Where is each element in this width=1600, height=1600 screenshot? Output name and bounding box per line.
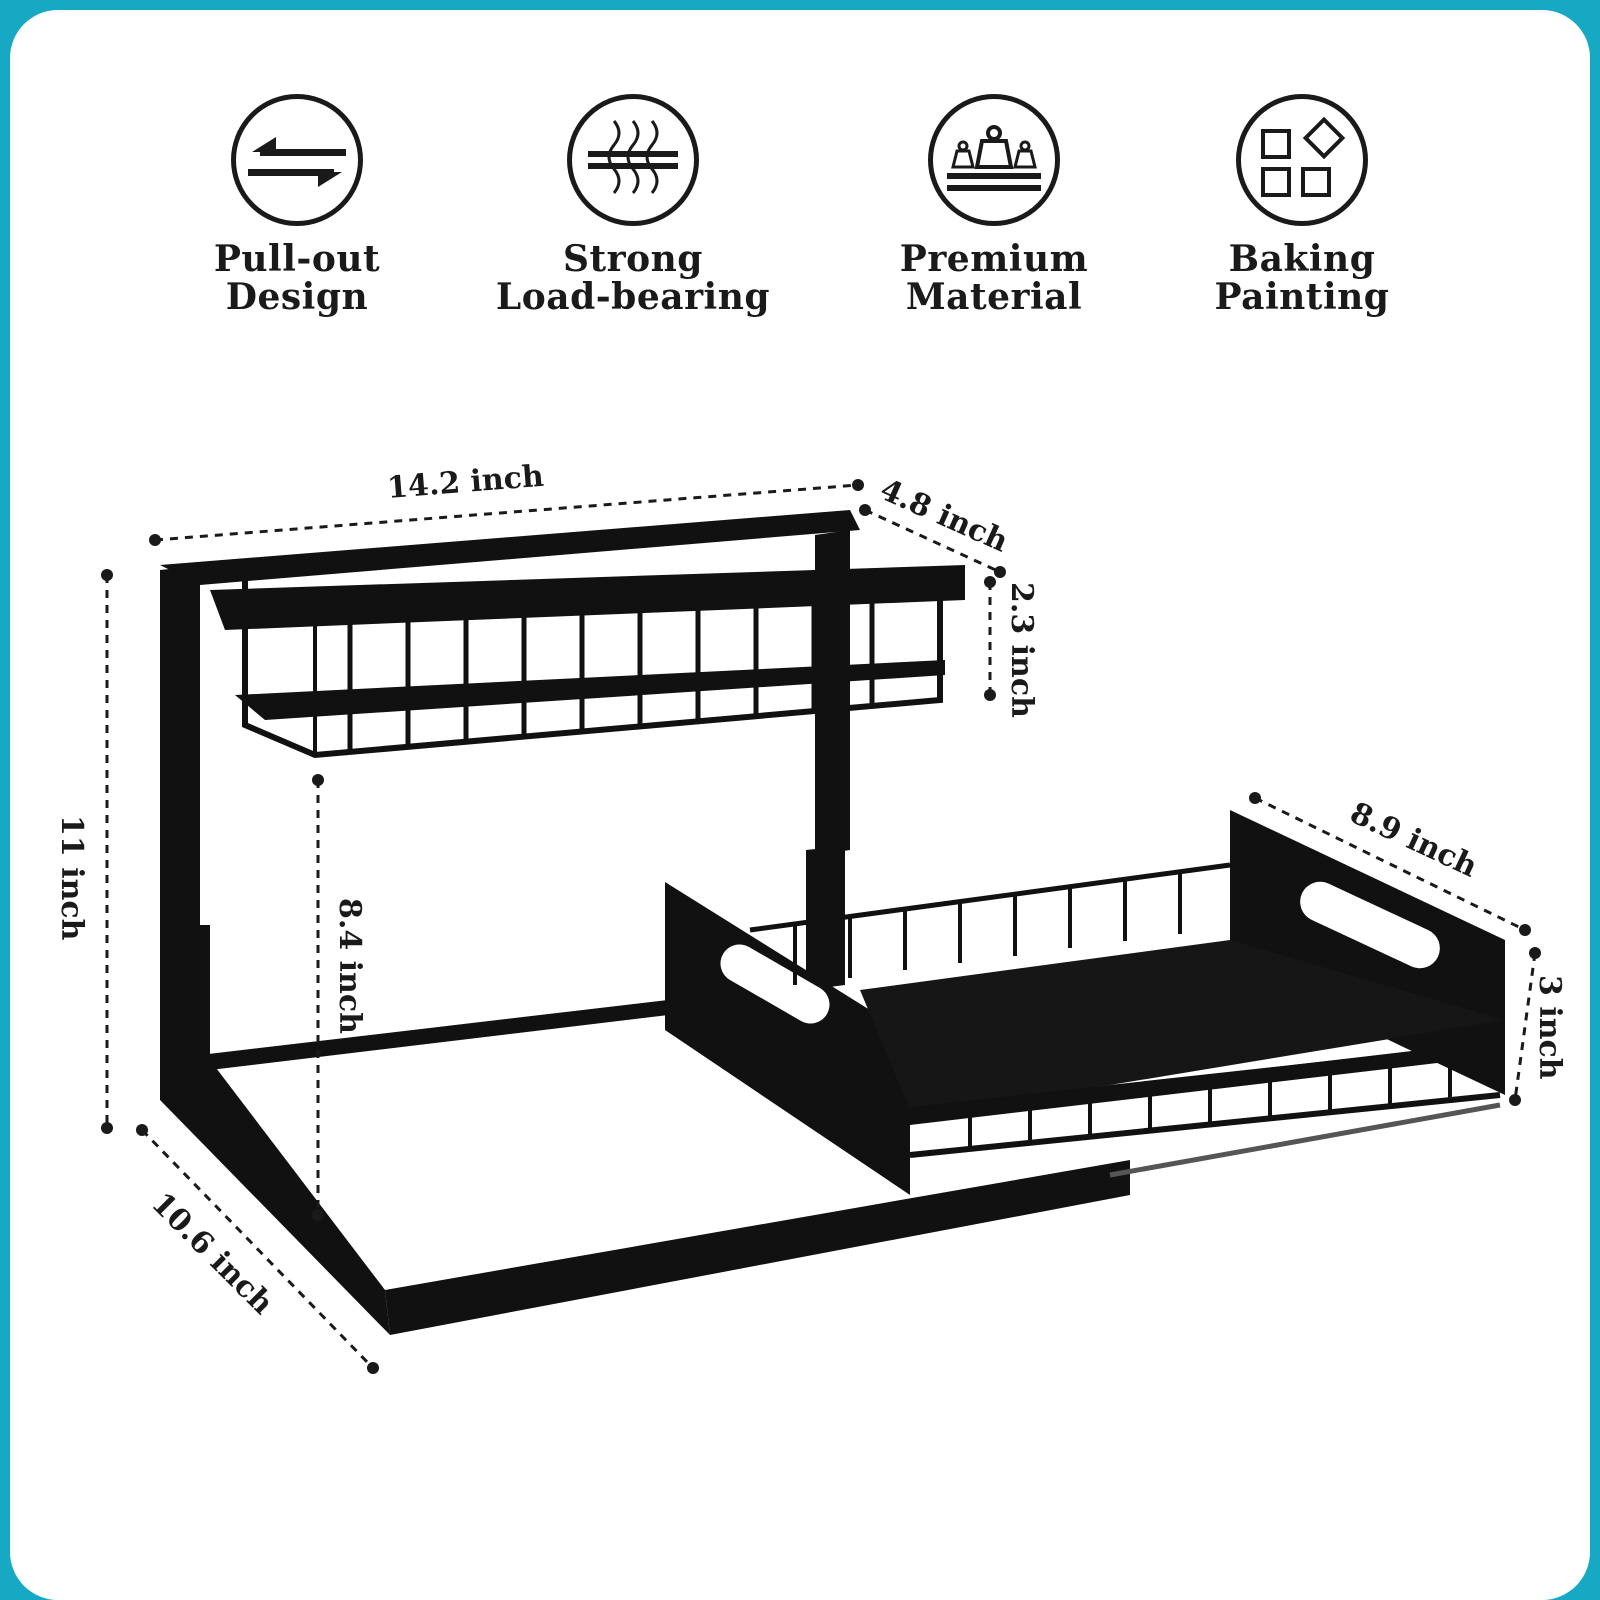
dim-drawer-height-label: 3 inch <box>1532 975 1567 1080</box>
feature-label-line2: Load-bearing <box>495 276 771 318</box>
feature-baking-painting: Baking Painting <box>1152 94 1452 316</box>
rack-frame <box>160 510 1130 1335</box>
baking-painting-squares-icon <box>1236 94 1368 226</box>
dim-total-height-label: 11 inch <box>54 815 89 941</box>
product-illustration: 14.2 inch 4.8 inch 2.3 inch 11 inch 8.4 … <box>54 459 1567 1374</box>
feature-label: Baking Painting <box>1152 240 1452 316</box>
product-card: Pull-out Design Strong Load-bearing <box>10 10 1590 1600</box>
feature-label: Premium Material <box>844 240 1144 316</box>
dimension-lines <box>105 483 1537 1370</box>
feature-label-line1: Premium <box>899 238 1089 280</box>
feature-label-line2: Painting <box>1214 276 1390 318</box>
feature-load-bearing: Strong Load-bearing <box>483 94 783 316</box>
feature-label: Strong Load-bearing <box>483 240 783 316</box>
dim-drawer-length-label: 8.9 inch <box>1345 796 1483 885</box>
pull-out-drawer <box>665 810 1505 1195</box>
load-bearing-shelf-icon <box>567 94 699 226</box>
dim-depth-top-label: 4.8 inch <box>875 472 1014 559</box>
feature-label-line2: Material <box>905 276 1083 318</box>
feature-label-line1: Baking <box>1228 238 1376 280</box>
premium-material-weights-icon <box>928 94 1060 226</box>
dim-width-label: 14.2 inch <box>386 459 545 506</box>
dim-clearance-label: 8.4 inch <box>332 898 367 1034</box>
feature-label: Pull-out Design <box>147 240 447 316</box>
pull-out-arrows-icon <box>231 94 363 226</box>
dim-base-depth-label: 10.6 inch <box>144 1186 280 1322</box>
dimension-endpoints <box>101 479 1541 1374</box>
feature-premium-material: Premium Material <box>844 94 1144 316</box>
top-basket <box>210 565 965 759</box>
feature-label-line1: Pull-out <box>213 238 381 280</box>
feature-pull-out: Pull-out Design <box>147 94 447 316</box>
feature-label-line1: Strong <box>563 238 703 280</box>
dim-basket-height-label: 2.3 inch <box>1004 582 1039 718</box>
feature-label-line2: Design <box>225 276 369 318</box>
